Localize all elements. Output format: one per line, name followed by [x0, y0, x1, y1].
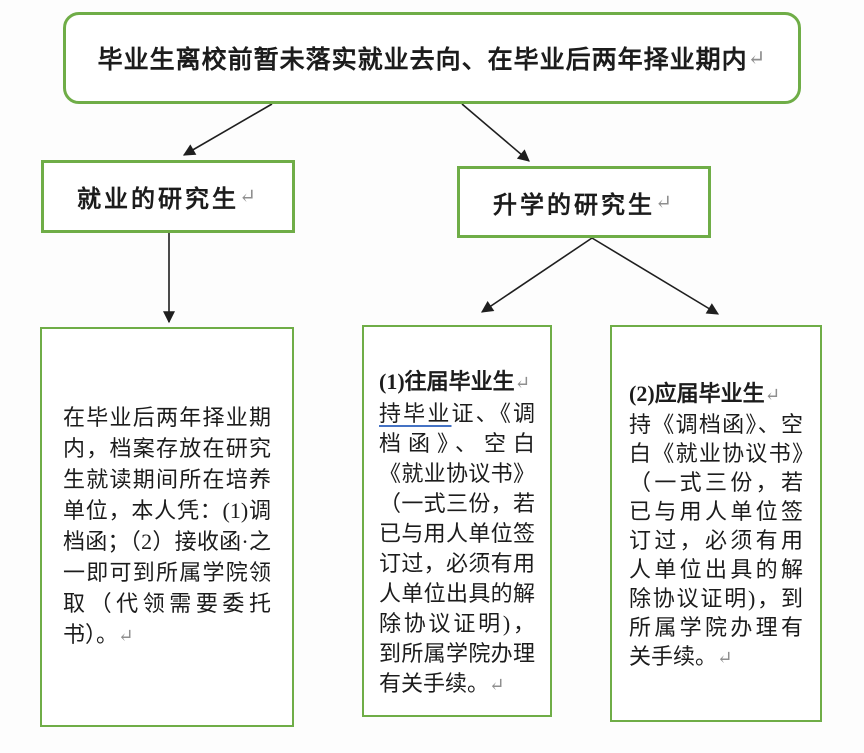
- previous-graduates-paragraph: 持毕业证、《调档函》、空白《就业协议书》（一式三份，若已与用人单位签订过，必须有…: [379, 399, 535, 701]
- current-graduates-heading-text: (2)应届毕业生: [629, 381, 765, 406]
- previous-graduates-heading-text: (1)往届毕业生: [379, 369, 515, 394]
- node-root-condition: 毕业生离校前暂未落实就业去向、在毕业后两年择业期内↵: [63, 12, 801, 104]
- employment-graduates-label: 就业的研究生: [76, 187, 239, 213]
- current-graduates-heading: (2)应届毕业生↵: [629, 379, 803, 410]
- root-condition-text: 毕业生离校前暂未落实就业去向、在毕业后两年择业期内: [97, 47, 748, 74]
- return-mark: ↵: [118, 626, 134, 647]
- previous-graduates-body-text: 证、《调档函》、空白《就业协议书》（一式三份，若已与用人单位签订过，必须有用人单…: [379, 401, 535, 696]
- node-employment-graduates: 就业的研究生↵: [41, 160, 295, 233]
- connector-root-to-employment: [182, 103, 273, 156]
- employment-detail-text: 在毕业后两年择业期内，档案存放在研究生就读期间所在培养单位，本人凭：(1)调档函…: [63, 405, 271, 647]
- return-mark: ↵: [747, 45, 767, 70]
- current-graduates-paragraph: 持《调档函》、空白《就业协议书》（一式三份，若已与用人单位签订过，必须有用人单位…: [629, 410, 803, 673]
- return-mark: ↵: [514, 373, 531, 394]
- connector-furtherstudy-to-current: [591, 237, 720, 315]
- employment-detail-paragraph: 在毕业后两年择业期内，档案存放在研究生就读期间所在培养单位，本人凭：(1)调档函…: [63, 402, 271, 652]
- previous-graduates-heading: (1)往届毕业生↵: [379, 367, 535, 399]
- node-employment-detail: 在毕业后两年择业期内，档案存放在研究生就读期间所在培养单位，本人凭：(1)调档函…: [40, 327, 294, 727]
- return-mark: ↵: [489, 675, 505, 696]
- return-mark: ↵: [238, 186, 260, 208]
- return-mark: ↵: [717, 648, 733, 669]
- link-text[interactable]: 持毕业: [379, 401, 452, 426]
- current-graduates-body-text: 持《调档函》、空白《就业协议书》（一式三份，若已与用人单位签订过，必须有用人单位…: [629, 412, 803, 669]
- connector-root-to-furtherstudy: [461, 103, 530, 162]
- return-mark: ↵: [764, 385, 781, 406]
- furtherstudy-graduates-label: 升学的研究生: [492, 192, 655, 219]
- return-mark: ↵: [654, 191, 676, 214]
- node-current-graduates: (2)应届毕业生↵ 持《调档函》、空白《就业协议书》（一式三份，若已与用人单位签…: [610, 325, 822, 722]
- node-previous-graduates: (1)往届毕业生↵ 持毕业证、《调档函》、空白《就业协议书》（一式三份，若已与用…: [362, 325, 552, 717]
- node-furtherstudy-graduates: 升学的研究生↵: [457, 166, 711, 238]
- connector-furtherstudy-to-previous: [481, 237, 593, 313]
